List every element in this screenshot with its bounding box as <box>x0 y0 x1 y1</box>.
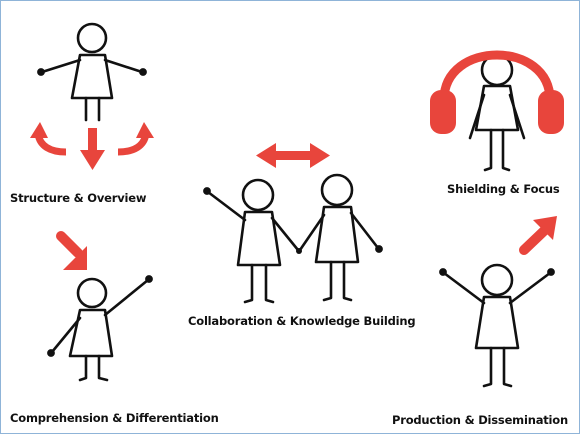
label-structure-overview: Structure & Overview <box>10 191 147 205</box>
up-arrow-icon <box>519 216 557 255</box>
structure-arrows-icon <box>30 122 154 170</box>
label-collaboration: Collaboration & Knowledge Building <box>188 314 416 328</box>
figure-collaboration-right <box>298 173 383 302</box>
figure-shielding <box>468 53 526 172</box>
label-shielding-focus: Shielding & Focus <box>447 182 560 196</box>
pointer-arrow-icon <box>56 231 87 270</box>
headphones-icon <box>430 50 564 134</box>
label-comprehension: Comprehension & Differentiation <box>10 411 219 425</box>
figure-comprehension <box>47 275 153 382</box>
double-arrow-icon <box>256 143 330 168</box>
label-production: Production & Dissemination <box>392 413 568 427</box>
figure-production <box>439 263 555 388</box>
figure-collaboration-left <box>203 178 300 304</box>
figure-structure <box>37 22 147 122</box>
